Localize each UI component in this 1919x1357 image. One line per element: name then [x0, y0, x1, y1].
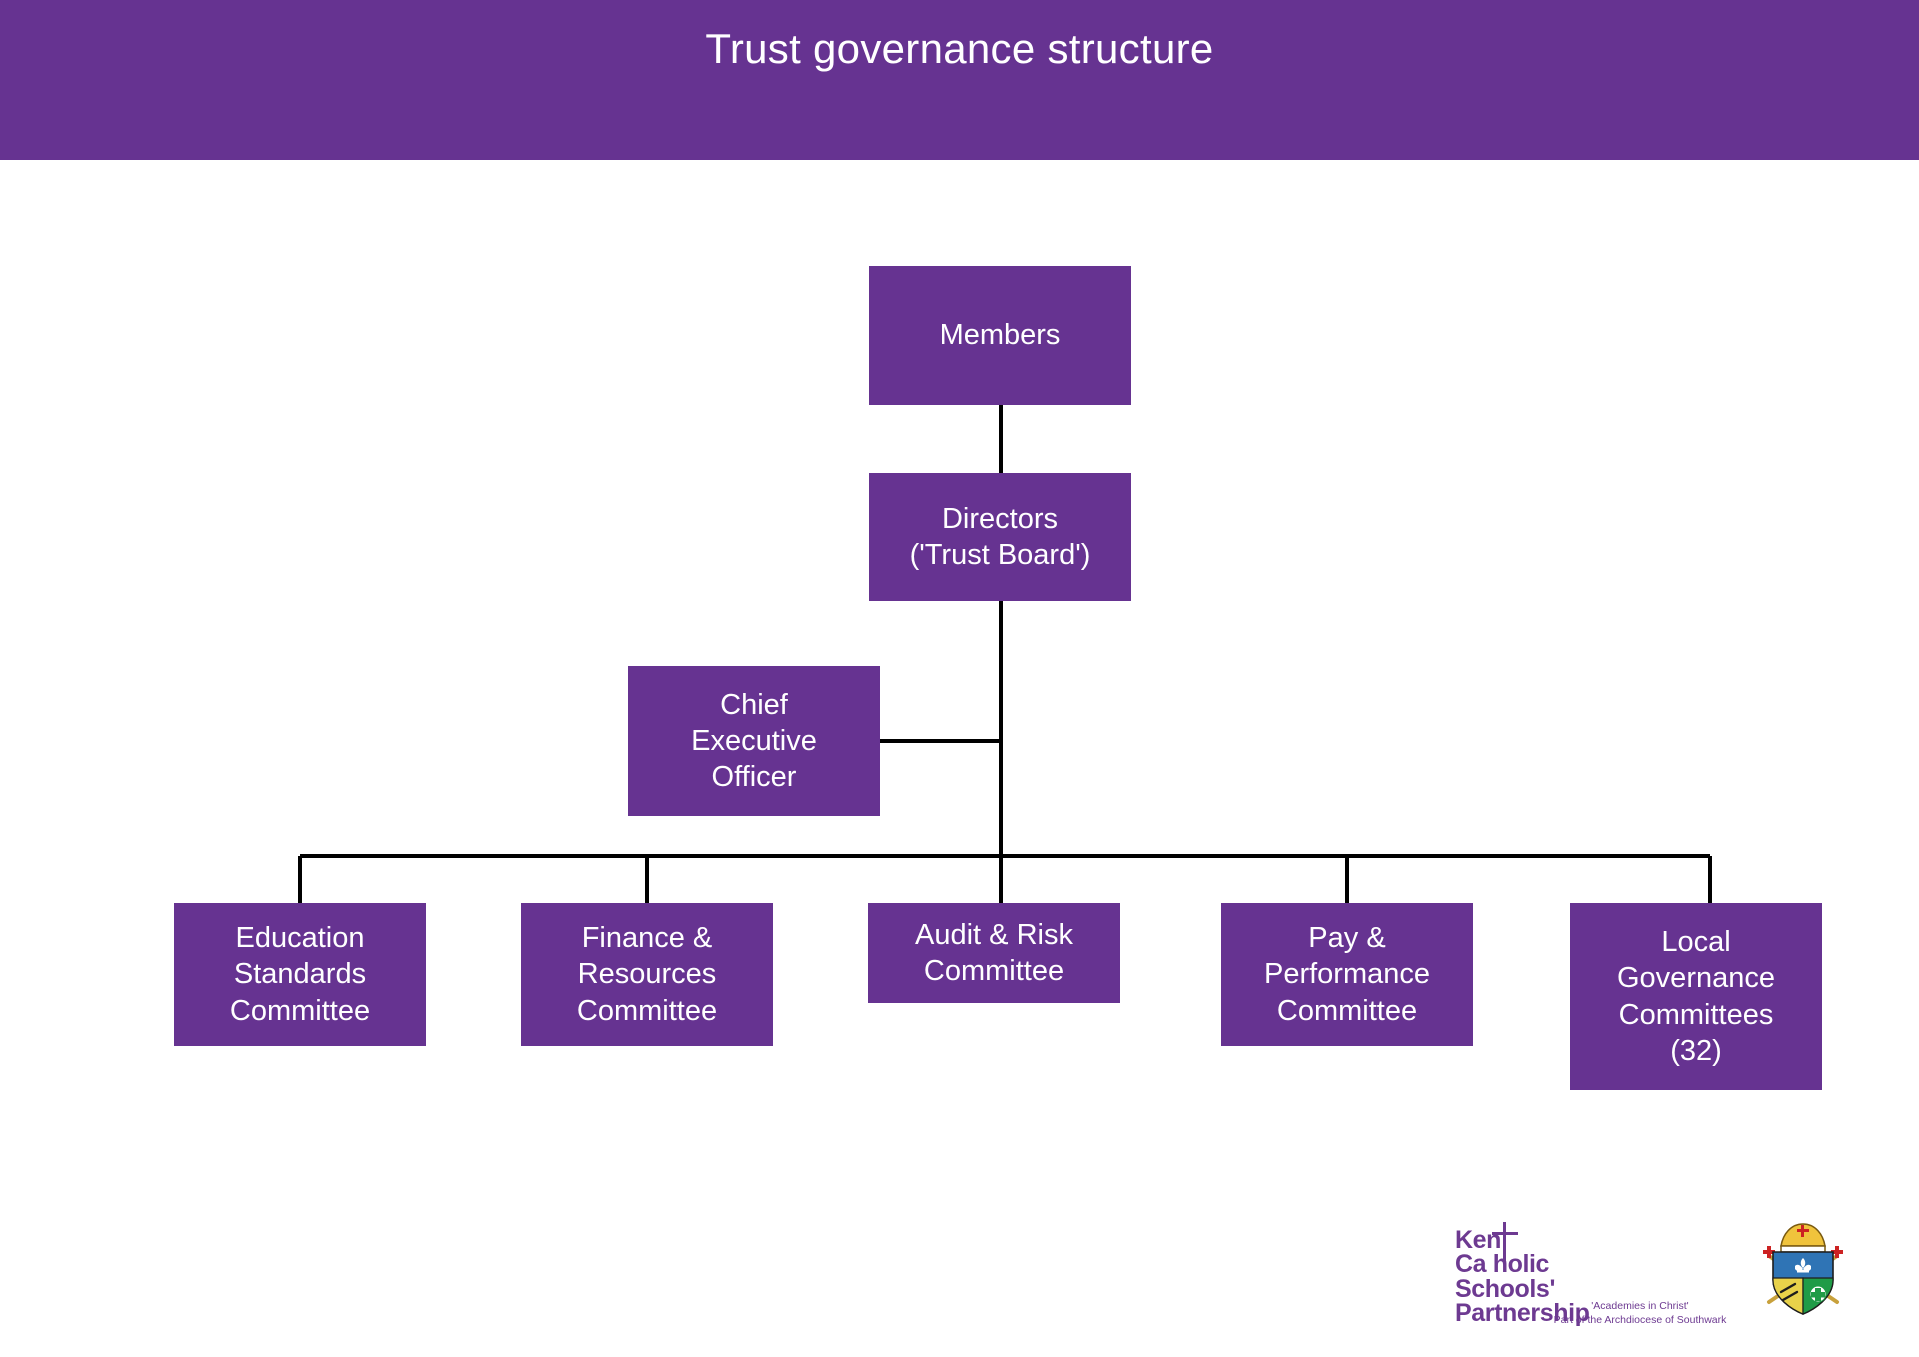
logo-wordmark: Ken Ca holic Schools' Partnership: [1455, 1226, 1745, 1327]
node-members[interactable]: Members: [869, 266, 1131, 405]
organisation-logo: Ken Ca holic Schools' Partnership 'Acade…: [1455, 1222, 1905, 1348]
page-title: Trust governance structure: [705, 24, 1214, 72]
node-chief-executive-officer[interactable]: Chief Executive Officer: [628, 666, 880, 816]
node-local-governance-committees[interactable]: Local Governance Committees (32): [1570, 903, 1822, 1090]
node-audit-risk-committee[interactable]: Audit & Risk Committee: [868, 903, 1120, 1003]
coat-of-arms-icon: [1763, 1223, 1843, 1315]
node-education-standards-committee[interactable]: Education Standards Committee: [174, 903, 426, 1046]
logo-line-4: Partnership: [1455, 1298, 1590, 1327]
logo-line-2: Ca holic: [1455, 1250, 1550, 1279]
logo-line-3: Schools': [1455, 1274, 1555, 1303]
header-band: [0, 0, 1919, 160]
logo-tagline: 'Academies in Christ' Part of the Archdi…: [1475, 1300, 1805, 1328]
node-finance-resources-committee[interactable]: Finance & Resources Committee: [521, 903, 773, 1046]
logo-tagline-line-2: Part of the Archdiocese of Southwark: [1553, 1313, 1727, 1326]
node-pay-performance-committee[interactable]: Pay & Performance Committee: [1221, 903, 1473, 1046]
node-directors-trust-board[interactable]: Directors ('Trust Board'): [869, 473, 1131, 601]
logo-tagline-line-1: 'Academies in Christ': [1591, 1300, 1689, 1312]
cross-icon: [1503, 1222, 1506, 1262]
logo-line-1: Ken: [1455, 1226, 1502, 1254]
cross-bar-icon: [1492, 1232, 1518, 1235]
